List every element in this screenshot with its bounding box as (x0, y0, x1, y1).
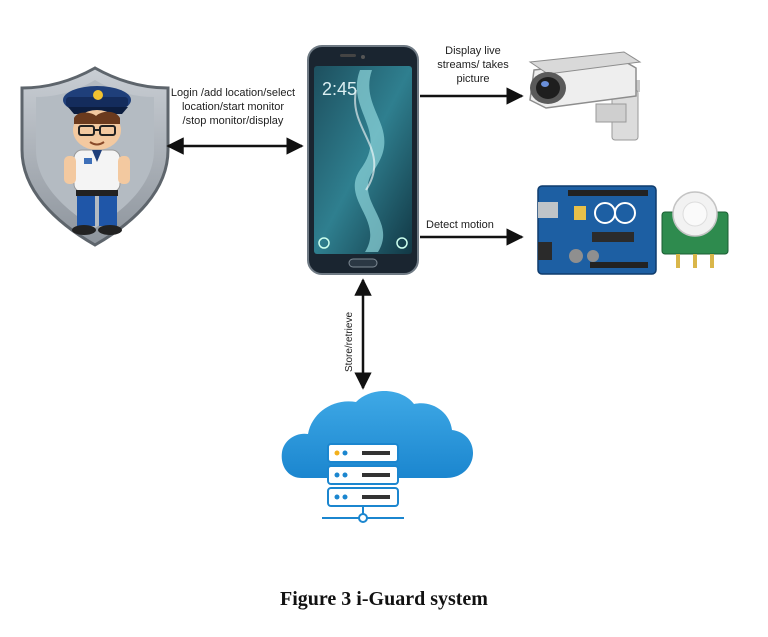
camera-action-line-3: picture (456, 73, 490, 85)
motion-action-label: Detect motion (426, 219, 494, 231)
camera-action-label: Display live streams/ takes picture (426, 44, 520, 86)
security-guard-icon (20, 66, 170, 247)
guard-actions-line-2: location/start monitor (181, 101, 285, 113)
arduino-motion-sensor-icon (537, 185, 729, 275)
guard-actions-line-1: Login /add location/select (170, 87, 296, 99)
camera-action-line-2: streams/ takes (437, 59, 509, 71)
store-retrieve-label: Store/retrieve (344, 312, 355, 372)
cloud-server-icon (281, 390, 474, 523)
smartphone-icon: 2:45 (307, 45, 419, 275)
cctv-camera-icon (528, 51, 642, 141)
figure-caption: Figure 3 i-Guard system (280, 588, 488, 610)
camera-action-line-1: Display live (445, 45, 501, 57)
guard-actions-label: Login /add location/select location/star… (168, 86, 298, 128)
phone-clock: 2:45 (322, 79, 357, 99)
guard-actions-line-3: /stop monitor/display (182, 115, 284, 127)
